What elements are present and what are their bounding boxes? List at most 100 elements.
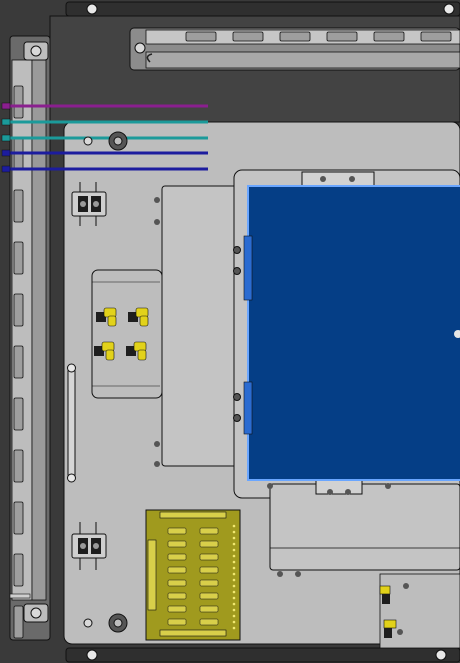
pcb-terminal [167,553,187,561]
grommet[interactable] [83,136,93,146]
housing-screw[interactable] [385,483,391,489]
pcb-pin [232,542,236,546]
pcb-terminal [199,618,219,626]
pcb-pin [232,566,236,570]
top-rail-slot [232,31,264,42]
tab-screw[interactable] [349,176,355,182]
pcb-terminal [167,527,187,535]
housing-screw[interactable] [277,571,283,577]
terminal-screw[interactable] [80,201,86,207]
terminal-screw[interactable] [93,201,99,207]
wire-ferrule [1,102,11,110]
pcb-terminal [167,566,187,574]
pcb-terminal [199,553,219,561]
housing-screw[interactable] [233,414,241,422]
bulkhead-screw[interactable] [403,583,409,589]
rail-top-screw[interactable] [30,45,42,57]
grommet-inner [113,618,123,628]
display-hinge [243,235,253,301]
terminal-pcb[interactable] [145,509,241,641]
left-din-rail[interactable] [9,35,51,641]
pcb-terminal [199,566,219,574]
terminal-screw[interactable] [93,543,99,549]
rail-slot [13,397,24,431]
handle-rod-body [67,367,76,479]
flange-screw[interactable] [443,3,455,15]
housing-top-tab [301,171,375,187]
handle-rod-cap [67,363,76,373]
pcb-terminal [167,592,187,600]
rail-slot [13,189,24,223]
handle-rod-cap [67,473,76,483]
air-fitting[interactable] [94,341,115,361]
rail-slot [13,553,24,587]
top-rail-screw[interactable] [134,42,146,54]
terminal-block-upper[interactable] [71,182,107,226]
handle-rod[interactable] [67,363,76,483]
rail-bottom-screw[interactable] [30,607,42,619]
bulkhead-screw[interactable] [397,629,403,635]
air-fitting[interactable] [128,307,149,327]
rail-slot [13,293,24,327]
terminal-screw[interactable] [80,543,86,549]
housing-lower-box [269,483,460,571]
top-rail-slot [373,31,405,42]
wire-ferrule [1,149,11,157]
flange-screw[interactable] [86,649,98,661]
pcb-terminal [199,579,219,587]
grommet[interactable] [83,618,93,628]
housing-screw[interactable] [154,197,160,203]
wire-bundle [1,102,208,173]
pcb-pin [232,572,236,576]
top-din-rail[interactable] [129,27,460,71]
pcb-pin [232,608,236,612]
pcb-terminal [167,540,187,548]
pcb-pin [232,530,236,534]
flange-screw[interactable] [86,3,98,15]
housing-screw[interactable] [154,219,160,225]
housing-screw[interactable] [233,393,241,401]
pcb-pin [232,602,236,606]
pcb-pin [232,536,236,540]
wire-ferrule [1,118,11,126]
bulkhead-plate [379,573,460,649]
pcb-pin [232,596,236,600]
terminal-block-lower[interactable] [71,522,107,570]
pcb-pin [232,548,236,552]
top-rail-slot [326,31,358,42]
tab-screw[interactable] [345,489,351,495]
housing-screw[interactable] [154,441,160,447]
tab-screw[interactable] [327,489,333,495]
rail-slot [13,501,24,535]
rail-slot [13,605,24,639]
pcb-pin [232,560,236,564]
air-fitting[interactable] [126,341,147,361]
housing-screw[interactable] [233,267,241,275]
fitting-body [379,585,391,595]
flange-screws [86,3,455,661]
hmi-display[interactable] [243,185,460,481]
display-screen[interactable] [247,185,460,481]
fitting-nut [94,346,104,356]
flange-screw[interactable] [435,649,447,661]
brass-fitting[interactable] [383,619,397,638]
pcb-bottom-connector [159,629,227,637]
top-rail-cable-loop [146,53,153,63]
housing-screw[interactable] [267,483,273,489]
housing-screw[interactable] [233,246,241,254]
housing-screw[interactable] [295,571,301,577]
top-rail-slot [279,31,311,42]
pcb-terminal [167,579,187,587]
brass-fitting[interactable] [379,585,391,604]
pcb-terminal [167,618,187,626]
top-rail-slot [420,31,452,42]
pcb-board [145,509,241,641]
pcb-pin [232,590,236,594]
rail-end-tag [9,593,31,599]
housing-screw[interactable] [154,461,160,467]
air-fitting[interactable] [96,307,117,327]
tab-screw[interactable] [320,176,326,182]
pcb-pin [232,554,236,558]
